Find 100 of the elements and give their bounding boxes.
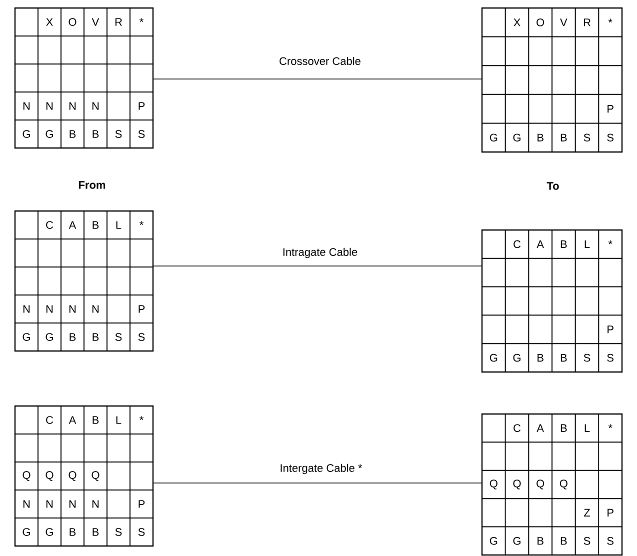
cell-letter: O: [68, 18, 76, 26]
cell-letter: S: [584, 354, 590, 362]
cell-letter: S: [607, 537, 614, 545]
cell-letter: B: [92, 333, 99, 341]
cell-letter: G: [46, 528, 53, 536]
cell-letter: N: [69, 500, 76, 508]
cell-letter: L: [116, 221, 122, 229]
cell-letter: A: [68, 416, 76, 424]
cable-line: [153, 78, 482, 80]
cell-letter: G: [22, 333, 30, 341]
cell-letter: G: [490, 354, 498, 362]
cell-letter: N: [69, 102, 76, 110]
cell-letter: B: [92, 528, 99, 536]
cell-letter: *: [608, 424, 612, 428]
cell-letter: B: [538, 537, 544, 545]
cell-letter: Q: [513, 480, 521, 490]
cell-letter: N: [46, 102, 53, 110]
cell-letter: B: [560, 354, 567, 362]
cell-letter: L: [584, 424, 590, 432]
cell-letter: S: [138, 528, 145, 536]
cell-letter: A: [536, 424, 544, 432]
cell-letter: O: [536, 18, 544, 26]
cell-letter: P: [138, 102, 145, 110]
grid-table: [14, 7, 154, 149]
cell-letter: C: [514, 240, 521, 248]
cell-letter: P: [608, 105, 614, 113]
cell-letter: L: [116, 416, 122, 424]
cell-letter: L: [584, 240, 590, 248]
cell-letter: *: [140, 221, 144, 226]
cell-letter: V: [92, 18, 100, 26]
cell-letter: S: [138, 333, 145, 341]
cell-letter: S: [584, 134, 590, 142]
cell-letter: Q: [92, 471, 100, 481]
cell-letter: G: [513, 354, 520, 362]
cell-letter: N: [46, 305, 53, 313]
cell-letter: B: [560, 240, 567, 248]
cell-letter: Q: [68, 471, 76, 481]
cell-letter: N: [23, 102, 30, 110]
cell-letter: N: [92, 102, 99, 110]
grid-table: [14, 405, 154, 547]
cell-letter: G: [22, 130, 30, 138]
cell-letter: B: [70, 130, 76, 138]
cell-letter: P: [608, 326, 614, 334]
cell-letter: G: [490, 537, 498, 545]
cell-letter: B: [560, 424, 567, 432]
cell-letter: B: [92, 416, 99, 424]
grid-table: [481, 7, 623, 153]
cell-letter: P: [138, 305, 145, 313]
cell-letter: Q: [46, 471, 54, 481]
cable-line: [153, 482, 482, 484]
cell-letter: B: [70, 528, 76, 536]
cell-letter: B: [538, 134, 544, 142]
cell-letter: N: [23, 305, 30, 313]
cell-letter: *: [140, 416, 144, 420]
cell-letter: P: [608, 508, 614, 516]
cell-letter: C: [46, 416, 54, 424]
cell-letter: S: [607, 354, 614, 362]
cell-letter: N: [69, 305, 76, 313]
cell-letter: N: [23, 500, 30, 508]
cell-letter: G: [46, 333, 53, 341]
cell-letter: N: [92, 305, 99, 313]
cell-letter: B: [560, 537, 567, 545]
cell-letter: P: [138, 500, 145, 508]
cell-letter: B: [92, 221, 99, 229]
cell-letter: *: [608, 18, 612, 22]
cell-letter: B: [70, 333, 76, 341]
cell-letter: Q: [560, 480, 568, 490]
cell-letter: A: [68, 221, 76, 229]
cell-letter: C: [46, 221, 54, 229]
grid-table: [14, 210, 154, 352]
cell-letter: G: [513, 134, 520, 142]
grid-table: [481, 413, 623, 556]
cell-letter: Q: [22, 471, 30, 481]
cell-letter: B: [92, 130, 99, 138]
cell-letter: N: [92, 500, 99, 508]
cell-letter: S: [115, 528, 122, 536]
cell-letter: Z: [584, 508, 590, 516]
cell-letter: S: [138, 130, 145, 138]
cell-letter: X: [514, 18, 520, 26]
cell-letter: B: [560, 134, 567, 142]
cell-letter: *: [140, 18, 144, 22]
cell-letter: G: [513, 537, 520, 545]
cell-letter: Q: [490, 480, 498, 490]
cell-letter: C: [514, 424, 521, 432]
cell-letter: Q: [536, 480, 544, 490]
cell-letter: A: [536, 240, 544, 248]
cell-letter: G: [46, 130, 53, 138]
cell-letter: R: [584, 18, 590, 26]
cell-letter: S: [584, 537, 590, 545]
grid-table: [481, 229, 623, 373]
cell-letter: X: [46, 18, 53, 26]
edge-label: Intragate Cable: [283, 248, 358, 258]
cell-letter: B: [538, 354, 544, 362]
cell-letter: S: [115, 333, 122, 341]
column-heading: From: [79, 181, 106, 189]
cell-letter: N: [46, 500, 53, 508]
edge-label: Crossover Cable: [280, 56, 360, 66]
column-heading: To: [546, 182, 559, 190]
cell-letter: S: [607, 134, 614, 142]
cell-letter: *: [608, 240, 612, 244]
